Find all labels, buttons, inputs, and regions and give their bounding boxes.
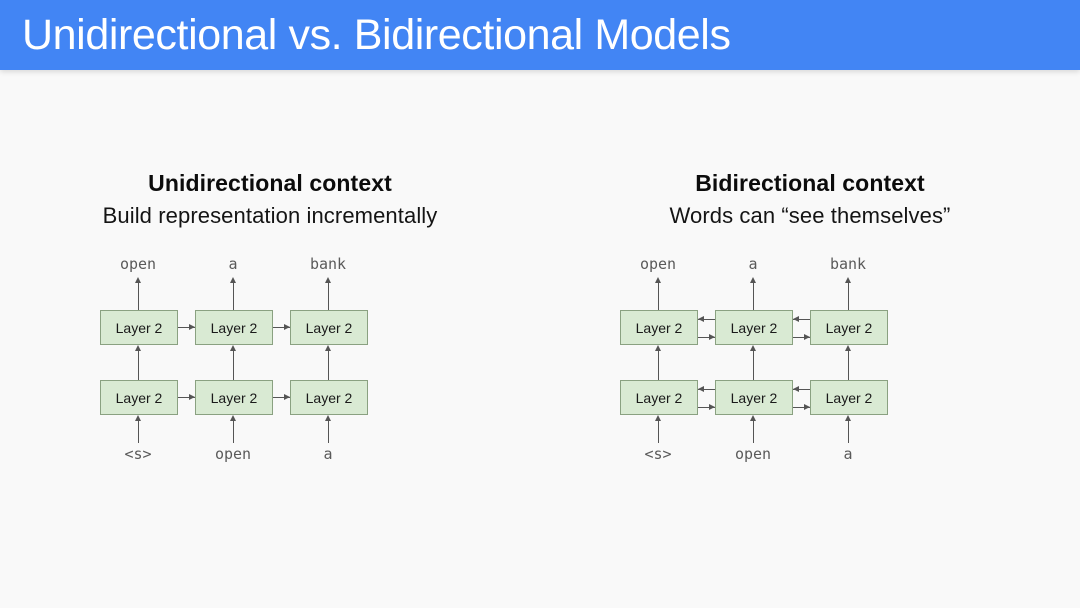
panel-bidirectional: Bidirectional context Words can “see the… xyxy=(540,70,1080,608)
backward-arrow-top-3-2 xyxy=(793,315,810,324)
node-layer2-top-3[interactable]: Layer 2 xyxy=(810,310,888,345)
backward-arrow-bottom-2-1 xyxy=(698,385,715,394)
interlayer-arrow-col2 xyxy=(749,345,758,380)
node-layer2-top-1[interactable]: Layer 2 xyxy=(620,310,698,345)
interlayer-arrow-col1 xyxy=(654,345,663,380)
node-layer2-bottom-1[interactable]: Layer 2 xyxy=(100,380,178,415)
output-token-a: a xyxy=(748,255,758,273)
output-token-bank: bank xyxy=(829,255,867,273)
backward-arrow-top-2-1 xyxy=(698,315,715,324)
node-layer2-bottom-2[interactable]: Layer 2 xyxy=(195,380,273,415)
input-arrow-col1 xyxy=(654,415,663,443)
diagram-bidirectional: open a bank Layer 2 Layer 2 Layer 2 Laye… xyxy=(620,255,960,485)
panel-heading-unidirectional: Unidirectional context xyxy=(148,170,392,196)
panel-unidirectional: Unidirectional context Build representat… xyxy=(0,70,540,608)
node-layer2-top-2[interactable]: Layer 2 xyxy=(195,310,273,345)
interlayer-arrow-col3 xyxy=(324,345,333,380)
input-arrow-col2 xyxy=(749,415,758,443)
node-layer2-top-1[interactable]: Layer 2 xyxy=(100,310,178,345)
interlayer-arrow-col1 xyxy=(134,345,143,380)
panel-subheading-unidirectional: Build representation incrementally xyxy=(102,203,438,228)
input-arrow-col2 xyxy=(229,415,238,443)
output-token-bank: bank xyxy=(309,255,347,273)
input-arrow-col3 xyxy=(324,415,333,443)
forward-arrow-top-1-2 xyxy=(178,323,195,332)
node-layer2-bottom-1[interactable]: Layer 2 xyxy=(620,380,698,415)
input-token-open: open xyxy=(734,445,772,463)
backward-arrow-bottom-3-2 xyxy=(793,385,810,394)
input-token-a: a xyxy=(843,445,853,463)
forward-arrow-bottom-2-3 xyxy=(793,403,810,412)
node-layer2-top-2[interactable]: Layer 2 xyxy=(715,310,793,345)
node-layer2-bottom-2[interactable]: Layer 2 xyxy=(715,380,793,415)
output-token-open: open xyxy=(119,255,157,273)
output-arrow-col2 xyxy=(229,277,238,310)
forward-arrow-bottom-2-3 xyxy=(273,393,290,402)
input-token-open: open xyxy=(214,445,252,463)
forward-arrow-bottom-1-2 xyxy=(178,393,195,402)
output-arrow-col2 xyxy=(749,277,758,310)
page-title: Unidirectional vs. Bidirectional Models xyxy=(22,11,731,59)
input-arrow-col3 xyxy=(844,415,853,443)
panel-subheading-bidirectional: Words can “see themselves” xyxy=(669,203,951,228)
output-arrow-col3 xyxy=(844,277,853,310)
forward-arrow-top-2-3 xyxy=(273,323,290,332)
node-layer2-bottom-3[interactable]: Layer 2 xyxy=(810,380,888,415)
node-layer2-bottom-3[interactable]: Layer 2 xyxy=(290,380,368,415)
forward-arrow-top-1-2 xyxy=(698,333,715,342)
input-arrow-col1 xyxy=(134,415,143,443)
output-arrow-col3 xyxy=(324,277,333,310)
output-token-a: a xyxy=(228,255,238,273)
slide-title-bar: Unidirectional vs. Bidirectional Models xyxy=(0,0,1080,70)
forward-arrow-top-2-3 xyxy=(793,333,810,342)
node-layer2-top-3[interactable]: Layer 2 xyxy=(290,310,368,345)
input-token-sos: <s> xyxy=(644,445,672,463)
panel-heading-bidirectional: Bidirectional context xyxy=(695,170,925,196)
output-arrow-col1 xyxy=(134,277,143,310)
input-token-a: a xyxy=(323,445,333,463)
output-arrow-col1 xyxy=(654,277,663,310)
input-token-sos: <s> xyxy=(124,445,152,463)
forward-arrow-bottom-1-2 xyxy=(698,403,715,412)
interlayer-arrow-col2 xyxy=(229,345,238,380)
interlayer-arrow-col3 xyxy=(844,345,853,380)
diagram-unidirectional: open a bank Layer 2 Layer 2 Layer 2 Laye… xyxy=(100,255,440,485)
output-token-open: open xyxy=(639,255,677,273)
